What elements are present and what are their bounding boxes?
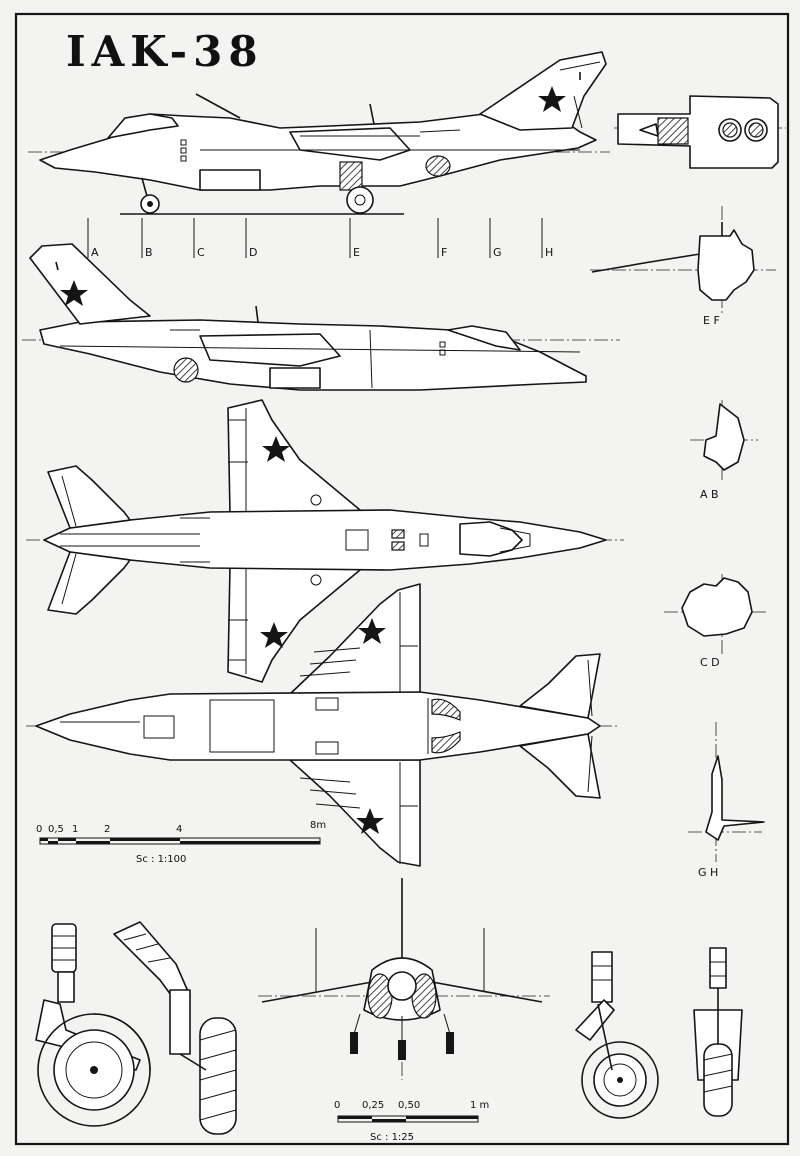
scale-main-tick-3: 2: [104, 824, 110, 835]
station-label-f: F: [441, 246, 447, 259]
scale-main-tick-4: 4: [176, 824, 182, 835]
scale-detail-label: Sc : 1:25: [370, 1132, 414, 1143]
station-label-a: A: [91, 246, 99, 259]
scale-detail-tick-1: 0,25: [362, 1100, 384, 1111]
station-label-e: E: [353, 246, 360, 259]
station-label-b: B: [145, 246, 153, 259]
station-markers: A B C D E F G H: [87, 218, 553, 259]
scale-main-tick-2: 1: [72, 824, 78, 835]
top-view: [26, 399, 624, 683]
nose-gear-detail-side: [113, 921, 237, 1135]
station-label-c: C: [197, 246, 205, 259]
section-ab-label: A B: [700, 488, 719, 501]
scale-main-label: Sc : 1:100: [136, 854, 186, 865]
scale-detail-tick-0: 0: [334, 1100, 340, 1111]
side-view-left: [28, 51, 610, 215]
section-ef: E F: [590, 206, 776, 327]
nose-gear-detail: [575, 951, 659, 1119]
section-gh: G H: [688, 722, 765, 879]
bottom-view: [26, 583, 620, 867]
section-ef-label: E F: [703, 314, 720, 327]
section-cd: C D: [664, 574, 768, 669]
side-view-right: [22, 243, 620, 391]
scale-detail-tick-2: 0,50: [398, 1100, 420, 1111]
scale-main-tick-1: 0,5: [48, 824, 64, 835]
drawing-title: IAK-38: [66, 27, 264, 76]
section-ab: A B: [690, 400, 758, 501]
scale-bar-main: 0 0,5 1 2 4 8m Sc : 1:100: [36, 820, 326, 865]
station-label-h: H: [545, 246, 553, 259]
nose-gear-detail-front: [693, 947, 743, 1117]
front-view-top: [614, 95, 786, 169]
scale-main-tick-5: 8m: [310, 820, 326, 831]
scale-bar-detail: 0 0,25 0,50 1 m Sc : 1:25: [334, 1100, 489, 1143]
front-view-bottom: [258, 878, 550, 1080]
station-label-g: G: [493, 246, 502, 259]
scale-main-tick-0: 0: [36, 824, 42, 835]
main-gear-detail: [35, 923, 151, 1127]
section-cd-label: C D: [700, 656, 720, 669]
scale-detail-tick-3: 1 m: [470, 1100, 489, 1111]
section-gh-label: G H: [698, 866, 718, 879]
station-label-d: D: [249, 246, 257, 259]
sheet-border: [14, 12, 790, 1146]
